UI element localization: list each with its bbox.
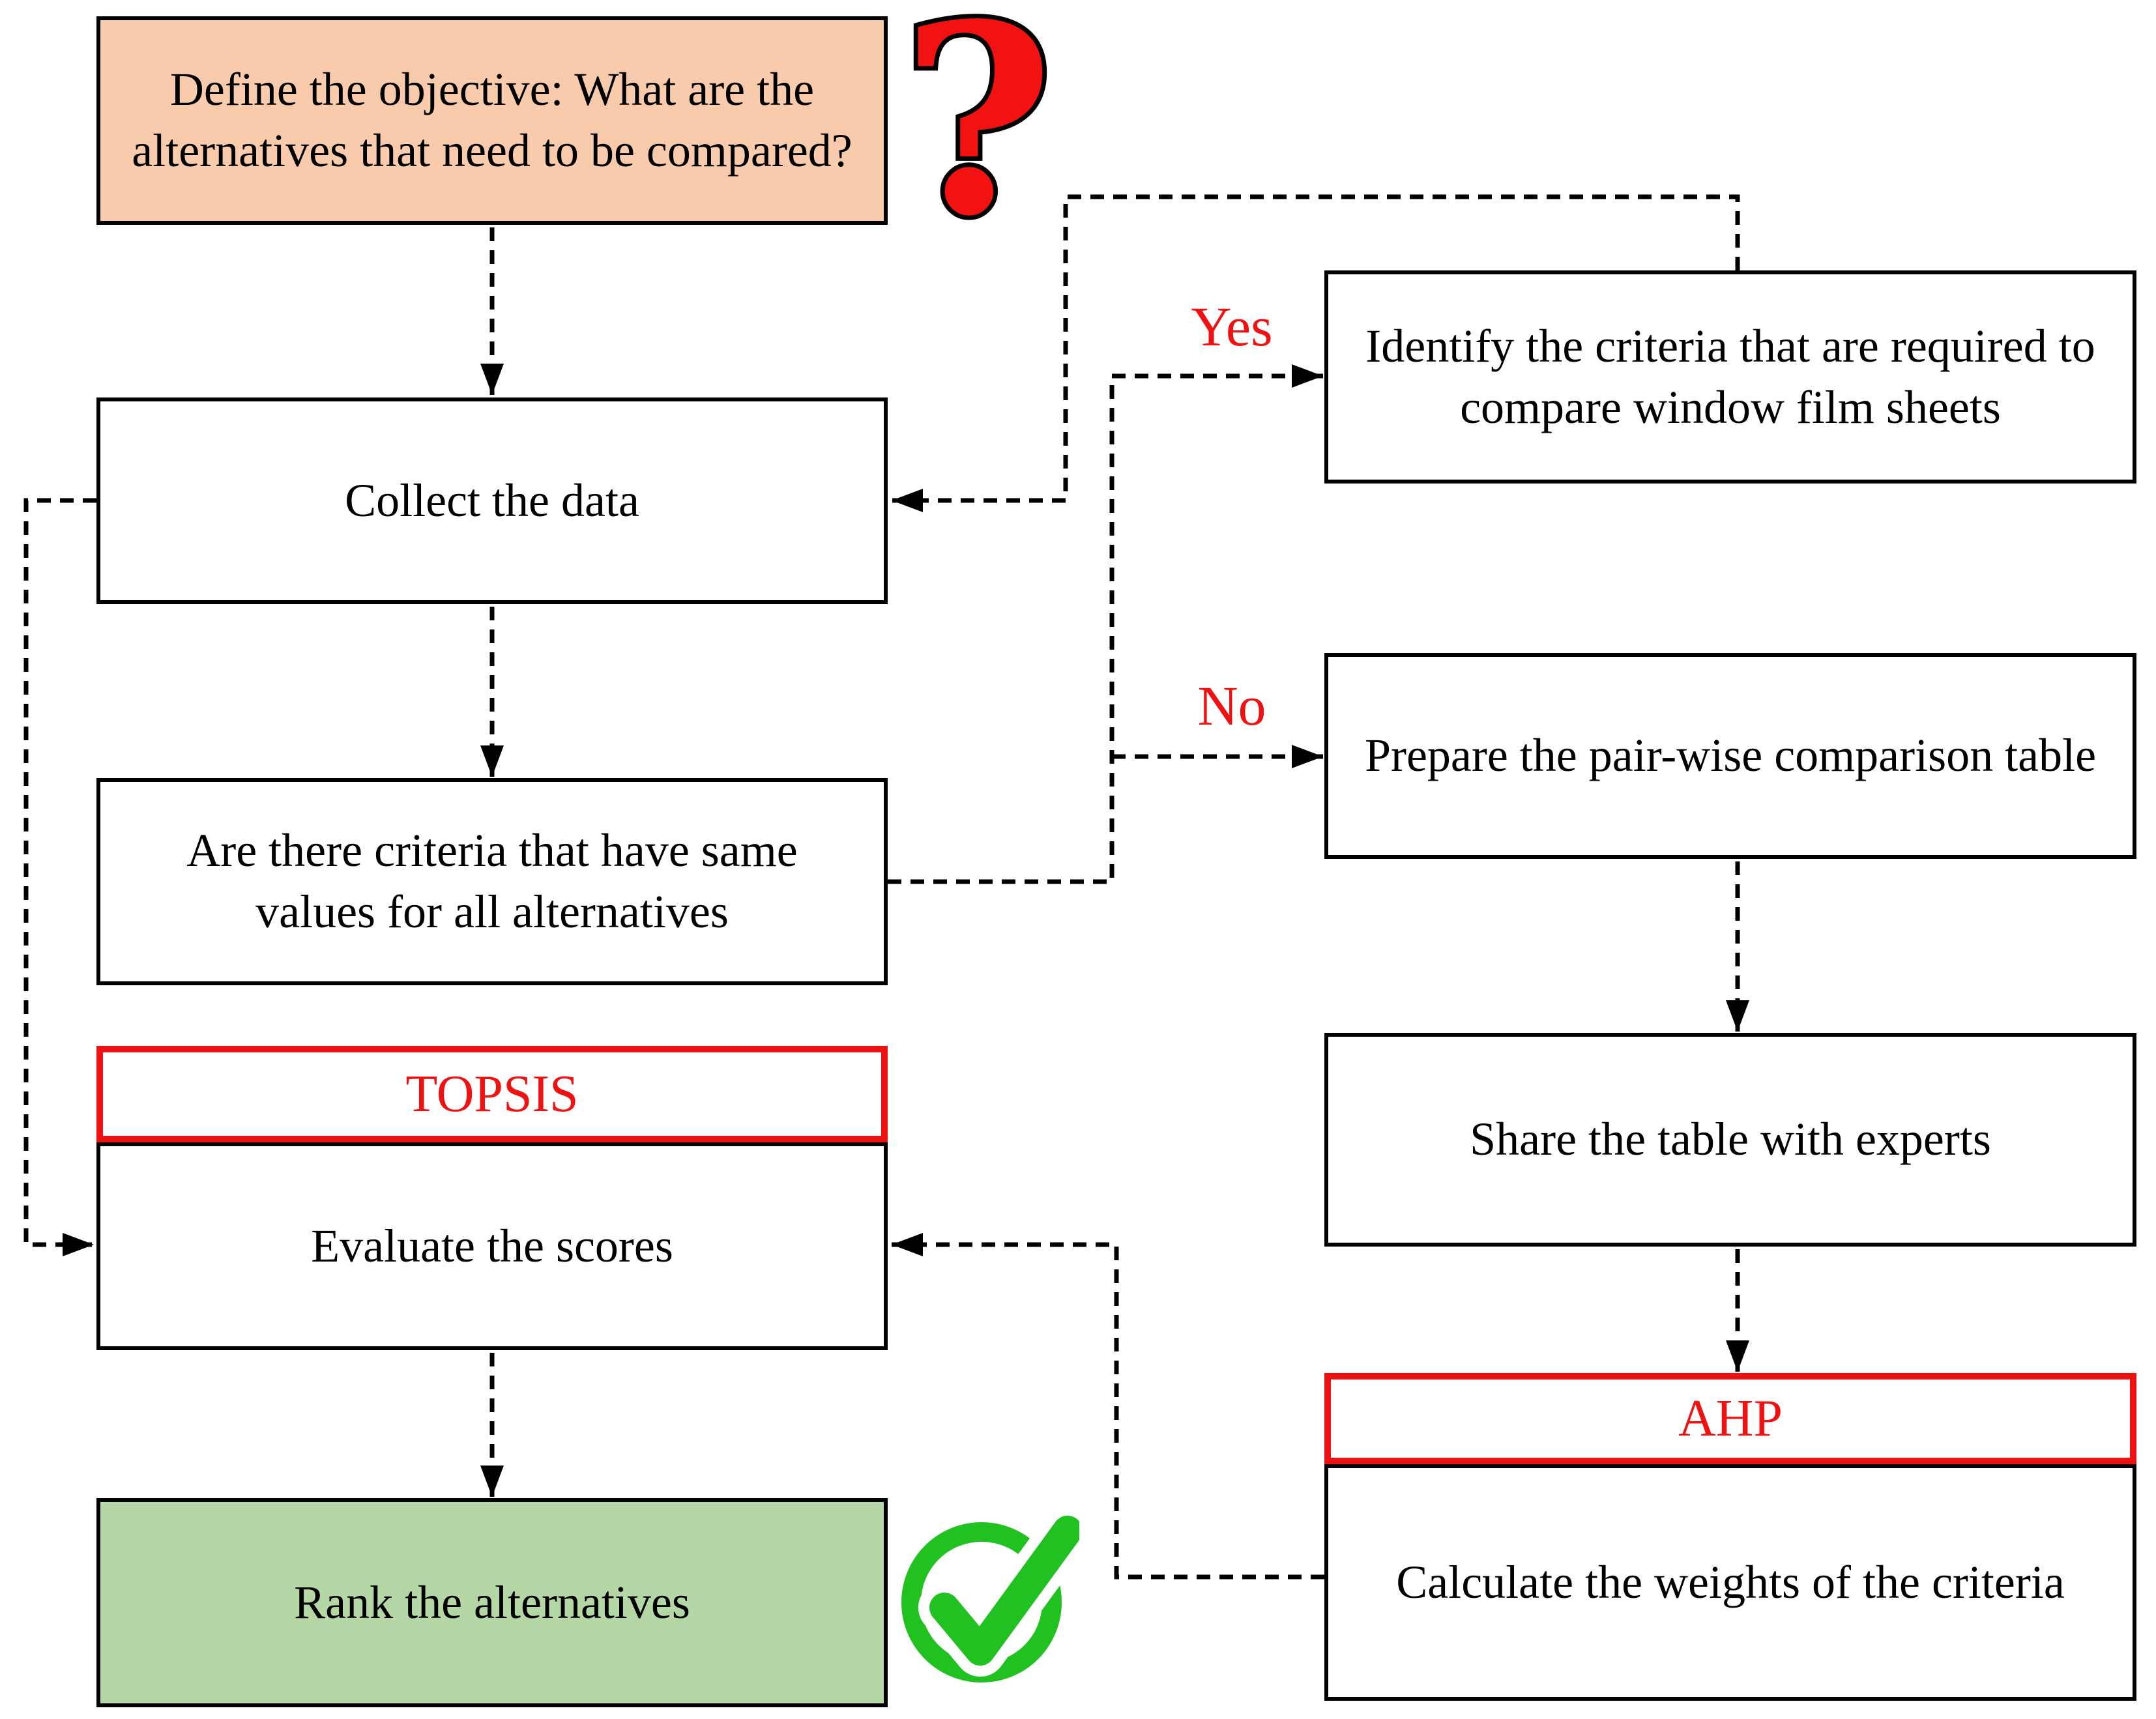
check-mark	[929, 1516, 1079, 1666]
connector-collect-to-evaluate-loop	[23, 498, 96, 1256]
prepare-table-label: Prepare the pair-wise comparison table	[1364, 729, 2097, 782]
connector-criteria-yes-to-identify	[888, 364, 1323, 884]
question-mark-glyph: ?	[901, 10, 1054, 238]
identify-criteria-box: Identify the criteria that are required …	[1324, 270, 2136, 484]
ahp-method-box: AHP	[1324, 1373, 2136, 1464]
objective-box: Define the objective: What are the alter…	[96, 16, 888, 225]
connector-identify-to-collect	[892, 194, 1740, 512]
topsis-method-box: TOPSIS	[96, 1046, 888, 1142]
collect-data-box: Collect the data	[96, 397, 888, 604]
prepare-table-box: Prepare the pair-wise comparison table	[1324, 653, 2136, 859]
ahp-method-label: AHP	[1678, 1390, 1783, 1447]
yes-branch-label: Yes	[1191, 295, 1273, 358]
topsis-method-label: TOPSIS	[405, 1065, 579, 1123]
share-table-label: Share the table with experts	[1470, 1113, 1991, 1166]
no-branch-label: No	[1197, 674, 1266, 737]
criteria-decision-box: Are there criteria that have same values…	[96, 778, 888, 985]
check-circle-icon	[901, 1509, 1079, 1683]
evaluate-scores-label: Evaluate the scores	[311, 1219, 673, 1272]
rank-result-box: Rank the alternatives	[96, 1498, 888, 1707]
connector-calculate-to-evaluate	[892, 1233, 1324, 1580]
calculate-weights-box: Calculate the weights of the criteria	[1324, 1464, 2136, 1701]
question-mark-icon: ?	[897, 10, 1058, 238]
identify-criteria-label: Identify the criteria that are required …	[1365, 319, 2095, 433]
share-table-box: Share the table with experts	[1324, 1033, 2136, 1247]
rank-result-label: Rank the alternatives	[294, 1576, 690, 1628]
calculate-weights-label: Calculate the weights of the criteria	[1396, 1555, 2065, 1608]
evaluate-scores-box: Evaluate the scores	[96, 1142, 888, 1350]
criteria-decision-label: Are there criteria that have same values…	[186, 824, 798, 938]
collect-data-label: Collect the data	[345, 474, 639, 527]
objective-label: Define the objective: What are the alter…	[132, 63, 852, 177]
